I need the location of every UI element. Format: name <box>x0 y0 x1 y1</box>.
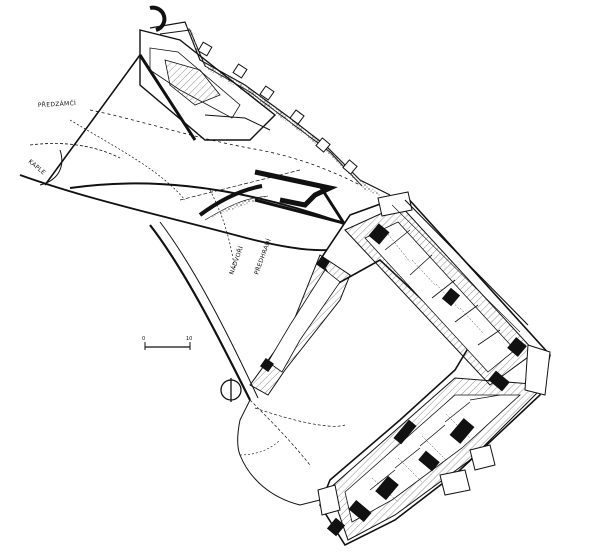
predzamci-label: PŘEDZÁMČÍ <box>38 99 77 109</box>
scale-start-label: 0 <box>142 336 145 342</box>
north-gate-block <box>138 29 277 141</box>
top-emblem <box>149 5 167 32</box>
south-approach <box>237 399 346 506</box>
courtyard-wing <box>249 254 351 396</box>
palace-quadrangle <box>317 191 551 547</box>
scale-bar: 0 10 <box>142 336 192 350</box>
pridvori-label: PŘEDHRADÍ <box>252 237 272 275</box>
forecourt-walls <box>19 54 361 401</box>
crenellated-curtain-wall <box>149 21 391 198</box>
scale-end-label: 10 <box>186 336 192 342</box>
kaple-label: KAPLE <box>27 158 47 176</box>
nadvori-label: NÁDVOŘÍ <box>227 245 245 276</box>
north-arrow-icon <box>220 378 242 402</box>
exterior-wall-line <box>391 199 529 333</box>
